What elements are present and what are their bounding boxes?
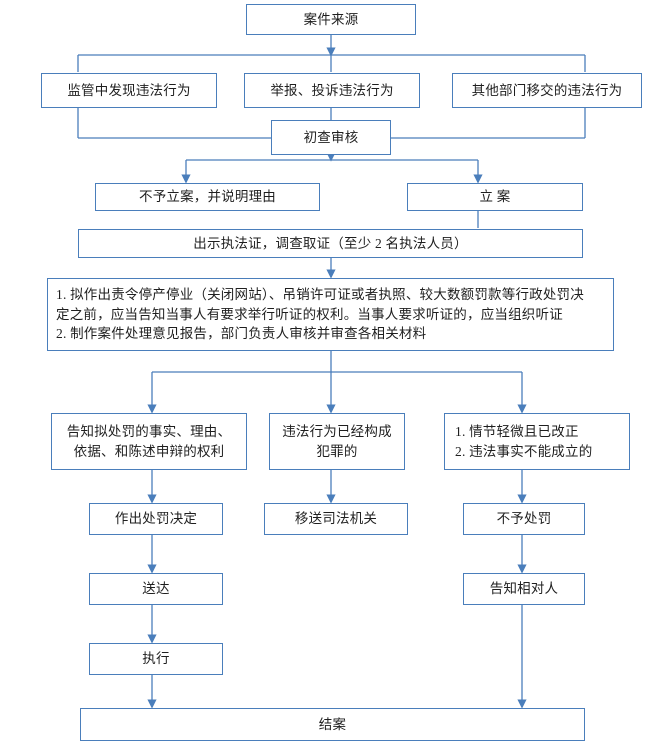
node-crime-constituted-label: 违法行为已经构成 犯罪的 — [282, 423, 392, 459]
node-penalty-decision-label: 作出处罚决定 — [114, 511, 198, 527]
node-no-penalty[interactable]: 不予处罚 — [463, 503, 585, 535]
node-origin-report[interactable]: 举报、投诉违法行为 — [244, 73, 420, 108]
node-no-filing-label: 不予立案，并说明理由 — [139, 189, 276, 205]
node-notify-rights[interactable]: 告知拟处罚的事实、理由、 依据、和陈述申辩的权利 — [51, 413, 247, 470]
node-minor-or-unfounded-label: 1. 情节轻微且已改正 2. 违法事实不能成立的 — [455, 423, 593, 459]
node-notify-rights-label: 告知拟处罚的事实、理由、 依据、和陈述申辩的权利 — [66, 423, 232, 459]
node-notify-party[interactable]: 告知相对人 — [463, 573, 585, 605]
node-deliver-label: 送达 — [142, 581, 170, 597]
procedure-notes-line-1: 1. 拟作出责令停产停业（关闭网站）、吊销许可证或者执照、较大数额罚款等行政处罚… — [56, 287, 584, 303]
node-origin-transfer[interactable]: 其他部门移交的违法行为 — [452, 73, 642, 108]
node-no-penalty-label: 不予处罚 — [496, 511, 552, 527]
node-case-source[interactable]: 案件来源 — [246, 4, 416, 35]
node-case-source-label: 案件来源 — [303, 11, 359, 27]
node-close-case-label: 结案 — [318, 716, 347, 732]
node-filing-label: 立 案 — [479, 189, 511, 205]
node-no-filing[interactable]: 不予立案，并说明理由 — [95, 183, 320, 211]
node-execute-label: 执行 — [142, 651, 170, 667]
node-evidence-collection[interactable]: 出示执法证，调查取证（至少 2 名执法人员） — [78, 229, 583, 258]
node-penalty-decision[interactable]: 作出处罚决定 — [89, 503, 223, 535]
node-preliminary-review[interactable]: 初查审核 — [271, 120, 391, 155]
node-notify-party-label: 告知相对人 — [489, 581, 559, 597]
node-deliver[interactable]: 送达 — [89, 573, 223, 605]
procedure-notes-line-2: 定之前，应当告知当事人有要求举行听证的权利。当事人要求听证的，应当组织听证 — [56, 306, 563, 322]
node-execute[interactable]: 执行 — [89, 643, 223, 675]
node-origin-transfer-label: 其他部门移交的违法行为 — [471, 82, 623, 98]
node-preliminary-review-label: 初查审核 — [303, 129, 359, 145]
node-filing[interactable]: 立 案 — [407, 183, 583, 211]
node-origin-report-label: 举报、投诉违法行为 — [270, 82, 394, 98]
node-origin-supervision-label: 监管中发现违法行为 — [67, 82, 191, 98]
node-minor-or-unfounded[interactable]: 1. 情节轻微且已改正 2. 违法事实不能成立的 — [444, 413, 630, 470]
node-origin-supervision[interactable]: 监管中发现违法行为 — [41, 73, 217, 108]
node-transfer-judicial-label: 移送司法机关 — [294, 511, 378, 527]
procedure-notes-line-3: 2. 制作案件处理意见报告，部门负责人审核并审查各相关材料 — [56, 326, 427, 342]
node-close-case[interactable]: 结案 — [80, 708, 585, 741]
node-evidence-collection-label: 出示执法证，调查取证（至少 2 名执法人员） — [193, 235, 468, 251]
node-transfer-judicial[interactable]: 移送司法机关 — [264, 503, 408, 535]
node-procedure-notes[interactable]: 1. 拟作出责令停产停业（关闭网站）、吊销许可证或者执照、较大数额罚款等行政处罚… — [47, 278, 614, 351]
node-crime-constituted[interactable]: 违法行为已经构成 犯罪的 — [269, 413, 405, 470]
